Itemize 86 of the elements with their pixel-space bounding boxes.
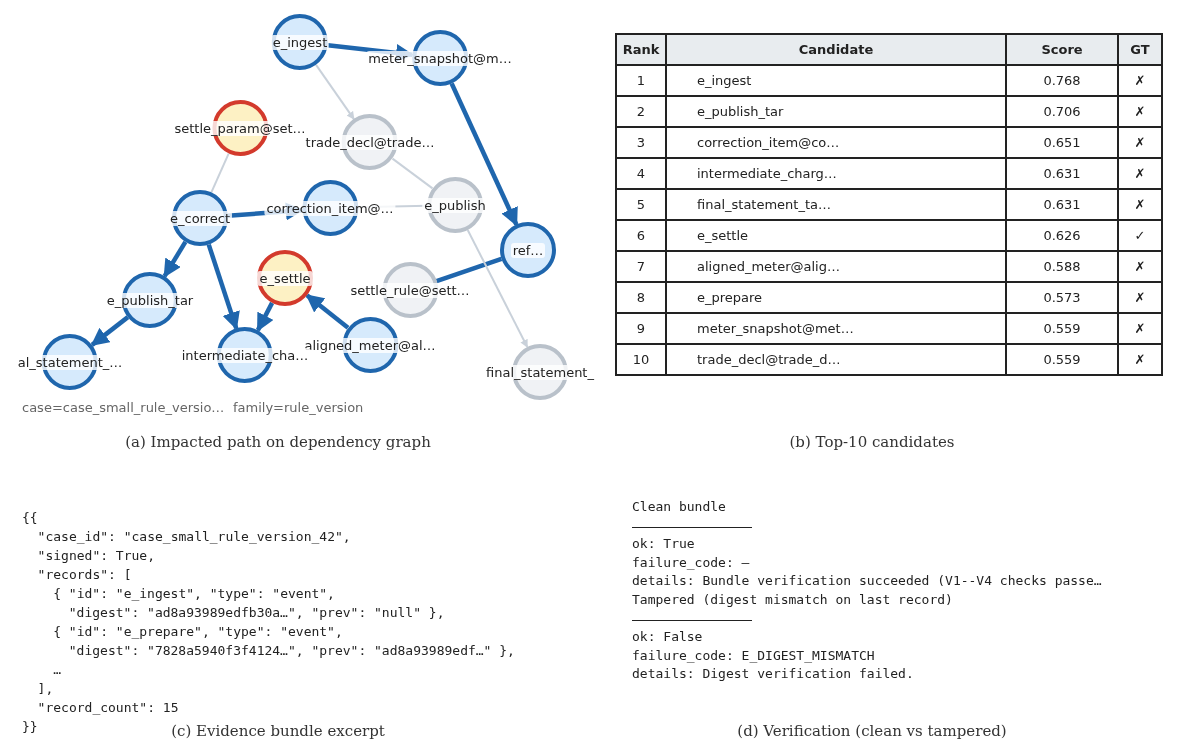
code-line: {{	[22, 510, 38, 525]
rank-value: 8	[616, 282, 666, 313]
rank-value: 3	[616, 127, 666, 158]
score-value: 0.559	[1006, 344, 1118, 375]
candidate-name: aligned_meter@alig…	[666, 251, 1006, 282]
arrow	[305, 293, 350, 330]
code-line: "records": [	[37, 567, 132, 582]
verification-line: failure_code: –	[632, 554, 750, 570]
code-line: }}	[22, 719, 38, 734]
connector-line	[435, 256, 503, 284]
graph-annotation: case=case_small_rule_versio…	[22, 400, 225, 415]
node-label: e_publish_tar	[104, 292, 196, 308]
graph-annotation: family=rule_version	[233, 400, 364, 415]
arrow	[206, 243, 240, 331]
node-label: final_statement_	[484, 364, 596, 380]
gt-mark: ✗	[1118, 158, 1162, 189]
code-line: { "id": "e_prepare", "type": "event",	[53, 624, 343, 639]
gt-mark: ✗	[1118, 189, 1162, 220]
rank-value: 5	[616, 189, 666, 220]
candidate-name: final_statement_ta…	[666, 189, 1006, 220]
arrow	[315, 63, 355, 121]
candidate-name: meter_snapshot@met…	[666, 313, 1006, 344]
gt-mark: ✗	[1118, 65, 1162, 96]
score-value: 0.706	[1006, 96, 1118, 127]
verification-line: details: Digest verification failed.	[632, 666, 914, 682]
arrow	[449, 82, 519, 227]
code-line: ],	[37, 681, 54, 696]
column-header: Candidate	[666, 34, 1006, 65]
arrow	[90, 315, 130, 347]
rank-value: 9	[616, 313, 666, 344]
panel-caption: (d) Verification (clean vs tampered)	[737, 722, 1007, 740]
connector-line	[391, 157, 434, 190]
node-label: meter_snapshot@m…	[366, 50, 514, 66]
code-line: "signed": True,	[37, 548, 155, 563]
rank-value: 6	[616, 220, 666, 251]
rank-value: 7	[616, 251, 666, 282]
score-value: 0.768	[1006, 65, 1118, 96]
gt-mark: ✓	[1118, 220, 1162, 251]
candidate-name: e_settle	[666, 220, 1006, 251]
code-line: "digest": "7828a5940f3f4124…", "prev": "ad8a93989edf…" },	[68, 643, 515, 658]
gt-mark: ✗	[1118, 127, 1162, 158]
rank-value: 1	[616, 65, 666, 96]
code-line: "digest": "ad8a93989edfb30a…", "prev": "null" },	[68, 605, 445, 620]
verification-line: Tampered (digest mismatch on last record)	[632, 592, 953, 607]
candidate-name: e_publish_tar	[666, 96, 1006, 127]
score-value: 0.651	[1006, 127, 1118, 158]
code-line: …	[53, 662, 61, 677]
gt-mark: ✗	[1118, 96, 1162, 127]
node-label: correction_item@…	[264, 200, 396, 216]
gt-mark: ✗	[1118, 282, 1162, 313]
column-header: Score	[1006, 34, 1118, 65]
candidate-name: e_ingest	[666, 65, 1006, 96]
candidate-name: trade_decl@trade_d…	[666, 344, 1006, 375]
rank-value: 4	[616, 158, 666, 189]
score-value: 0.631	[1006, 189, 1118, 220]
score-value: 0.559	[1006, 313, 1118, 344]
candidate-name: correction_item@co…	[666, 127, 1006, 158]
node-label: e_correct	[168, 210, 232, 226]
panel-caption: (b) Top-10 candidates	[789, 433, 955, 451]
gt-mark: ✗	[1118, 313, 1162, 344]
rank-value: 2	[616, 96, 666, 127]
rank-value: 10	[616, 344, 666, 375]
candidate-name: e_prepare	[666, 282, 1006, 313]
arrow	[162, 240, 188, 278]
connector-line	[210, 152, 230, 194]
panel-caption: (a) Impacted path on dependency graph	[125, 433, 431, 451]
verification-line: Clean bundle	[632, 499, 726, 514]
score-value: 0.573	[1006, 282, 1118, 313]
score-value: 0.588	[1006, 251, 1118, 282]
gt-mark: ✗	[1118, 251, 1162, 282]
verification-line: ok: True	[632, 536, 695, 552]
column-header: GT	[1118, 34, 1162, 65]
gt-mark: ✗	[1118, 344, 1162, 375]
column-header: Rank	[616, 34, 666, 65]
score-value: 0.631	[1006, 158, 1118, 189]
code-line: "record_count": 15	[37, 700, 179, 715]
verification-line: details: Bundle verification succeeded (V1--V4 checks passe…	[632, 573, 1102, 589]
panel-caption: (c) Evidence bundle excerpt	[171, 722, 385, 740]
code-line: { "id": "e_ingest", "type": "event",	[53, 586, 335, 601]
candidate-name: intermediate_charg…	[666, 158, 1006, 189]
score-value: 0.626	[1006, 220, 1118, 251]
code-line: "case_id": "case_small_rule_version_42",	[37, 529, 351, 544]
verification-line: failure_code: E_DIGEST_MISMATCH	[632, 647, 875, 663]
verification-line: ok: False	[632, 629, 703, 645]
arrow	[466, 228, 529, 349]
arrow	[255, 301, 275, 332]
